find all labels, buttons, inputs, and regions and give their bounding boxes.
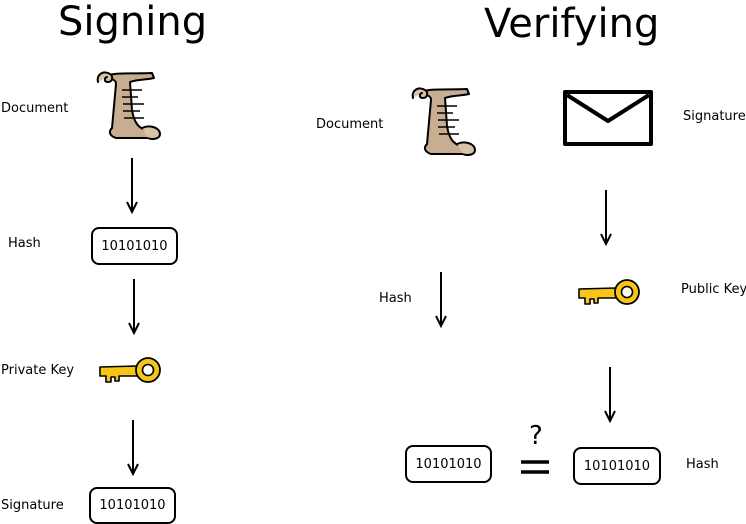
equals-sign	[521, 460, 549, 474]
signing-hash-box: 10101010	[91, 227, 178, 265]
verifying-hash-right-box: 10101010	[573, 447, 661, 485]
envelope-icon	[563, 90, 653, 146]
signing-signature-label: Signature	[1, 498, 64, 513]
scroll-icon	[411, 87, 477, 156]
signing-arrow-hash-to-key	[128, 279, 140, 335]
verifying-signature-label: Signature	[683, 109, 746, 124]
verifying-hash-right-label: Hash	[686, 457, 719, 472]
signing-hash-label: Hash	[8, 236, 41, 251]
signing-arrow-key-to-signature	[127, 420, 139, 476]
scroll-icon	[96, 71, 162, 140]
signing-title: Signing	[58, 0, 208, 45]
verifying-hash-left-label: Hash	[379, 291, 412, 306]
key-icon	[578, 279, 640, 305]
verifying-arrow-signature-to-key	[600, 190, 612, 246]
key-icon	[99, 357, 161, 383]
verifying-document-label: Document	[316, 117, 384, 132]
signing-arrow-doc-to-hash	[126, 158, 138, 214]
verifying-arrow-doc-to-hash	[435, 272, 447, 328]
signing-document-label: Document	[1, 101, 69, 116]
verifying-title: Verifying	[484, 1, 660, 47]
signing-signature-box: 10101010	[89, 487, 176, 524]
verifying-hash-left-box: 10101010	[405, 445, 492, 483]
verifying-arrow-key-to-hash	[604, 367, 616, 423]
verifying-public-key-label: Public Key	[681, 282, 746, 297]
comparison-question-mark: ?	[529, 421, 543, 451]
signing-private-key-label: Private Key	[1, 363, 75, 378]
